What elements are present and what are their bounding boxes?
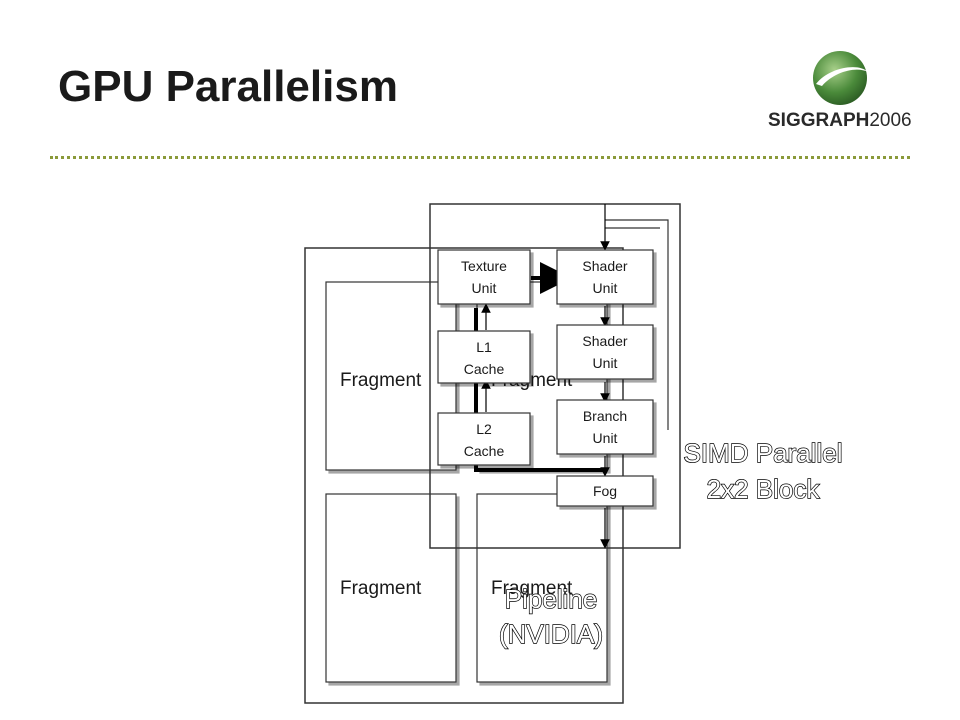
fragment-box-4 bbox=[476, 493, 608, 683]
texture-unit-box: Texture Unit bbox=[437, 249, 531, 305]
shader-unit-1-line-1: Shader bbox=[582, 258, 627, 274]
branch-unit-box: Branch Unit bbox=[556, 399, 654, 455]
simd-label-line-2: 2x2 Block bbox=[707, 474, 821, 504]
l1-cache-box: L1 Cache bbox=[437, 330, 531, 384]
logo-brand-text: SIGGRAPH bbox=[768, 110, 870, 131]
texture-unit-line-1: Texture bbox=[461, 258, 507, 274]
loop-line-inner bbox=[605, 219, 669, 430]
l2-cache-line-1: L2 bbox=[476, 421, 492, 437]
shader-unit-2-line-2: Unit bbox=[593, 355, 618, 371]
siggraph-swirl-icon bbox=[813, 51, 868, 105]
shader-unit-2-line-1: Shader bbox=[582, 333, 627, 349]
logo-year-text: 2006 bbox=[869, 110, 912, 131]
unit-overlay-frame bbox=[429, 203, 681, 549]
fragment-box-3 bbox=[325, 493, 457, 683]
l1-cache-line-1: L1 bbox=[476, 339, 492, 355]
shader-unit-1-box: Shader Unit bbox=[556, 249, 654, 305]
pipeline-label-line-2: (NVIDIA) bbox=[499, 619, 603, 649]
siggraph-wordmark: SIGGRAPH2006 bbox=[768, 110, 938, 132]
fog-unit-label: Fog bbox=[593, 483, 617, 499]
branch-unit-line-1: Branch bbox=[583, 408, 627, 424]
l2-cache-box: L2 Cache bbox=[437, 412, 531, 466]
title-divider bbox=[50, 156, 910, 159]
shader-unit-1-line-2: Unit bbox=[593, 280, 618, 296]
simd-label-line-1: SIMD Parallel bbox=[684, 438, 843, 468]
fragment-label-3: Fragment bbox=[340, 578, 422, 599]
pipeline-label-line-1: Pipeline bbox=[505, 584, 598, 614]
fragment-box-1 bbox=[325, 281, 457, 471]
siggraph-logo: SIGGRAPH2006 bbox=[768, 50, 928, 140]
branch-unit-line-2: Unit bbox=[593, 430, 618, 446]
shader-unit-2-box: Shader Unit bbox=[556, 324, 654, 380]
l2-cache-line-2: Cache bbox=[464, 443, 505, 459]
texture-unit-line-2: Unit bbox=[472, 280, 497, 296]
slide-title: GPU Parallelism bbox=[58, 62, 398, 111]
l1-cache-line-2: Cache bbox=[464, 361, 505, 377]
fragment-label-4: Fragment bbox=[491, 578, 573, 599]
fragment-label-1: Fragment bbox=[340, 370, 422, 391]
fog-unit-box: Fog bbox=[556, 475, 654, 507]
